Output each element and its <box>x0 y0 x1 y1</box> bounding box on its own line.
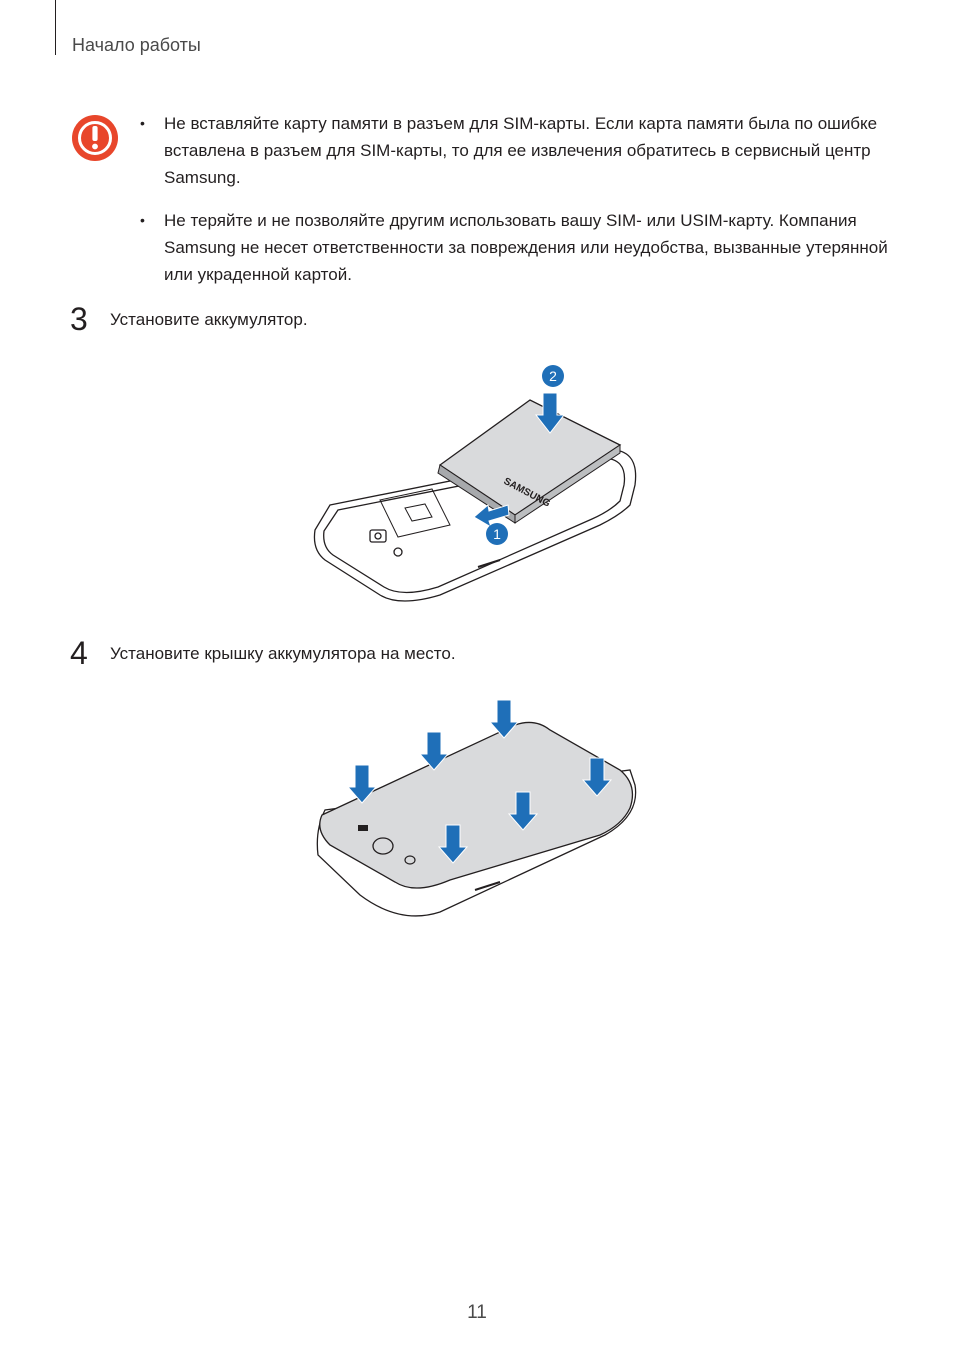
bullet-dot: • <box>140 115 145 131</box>
section-title: Начало работы <box>72 35 201 55</box>
callout-1: 1 <box>493 526 501 542</box>
arrow-down-icon <box>581 757 613 797</box>
cover-install-illustration <box>316 699 637 917</box>
arrow-down-icon <box>346 764 378 804</box>
callout-2: 2 <box>549 368 557 384</box>
exclamation-warning-icon <box>72 115 118 161</box>
step-text: Установите аккумулятор. <box>110 310 308 329</box>
warning-item: • Не теряйте и не позволяйте другим испо… <box>140 207 900 288</box>
header-rule <box>55 0 56 55</box>
arrow-left-icon <box>473 504 510 529</box>
step-text: Установите крышку аккумулятора на место. <box>110 644 456 663</box>
warning-list: • Не вставляйте карту памяти в разъем дл… <box>140 110 900 304</box>
arrow-down-icon <box>488 699 520 739</box>
arrow-down-icon <box>534 392 566 434</box>
arrow-down-icon <box>437 824 469 864</box>
arrow-down-icon <box>507 791 539 831</box>
bullet-dot: • <box>140 212 145 228</box>
warning-text: Не вставляйте карту памяти в разъем для … <box>164 114 878 187</box>
arrow-down-icon <box>418 731 450 771</box>
warning-item: • Не вставляйте карту памяти в разъем дл… <box>140 110 900 191</box>
warning-text: Не теряйте и не позволяйте другим исполь… <box>164 211 888 284</box>
page-number: 11 <box>467 1302 487 1323</box>
step-number: 4 <box>70 635 88 671</box>
step-number: 3 <box>70 301 88 337</box>
battery-install-illustration: SAMSUNG 2 1 <box>313 365 637 602</box>
